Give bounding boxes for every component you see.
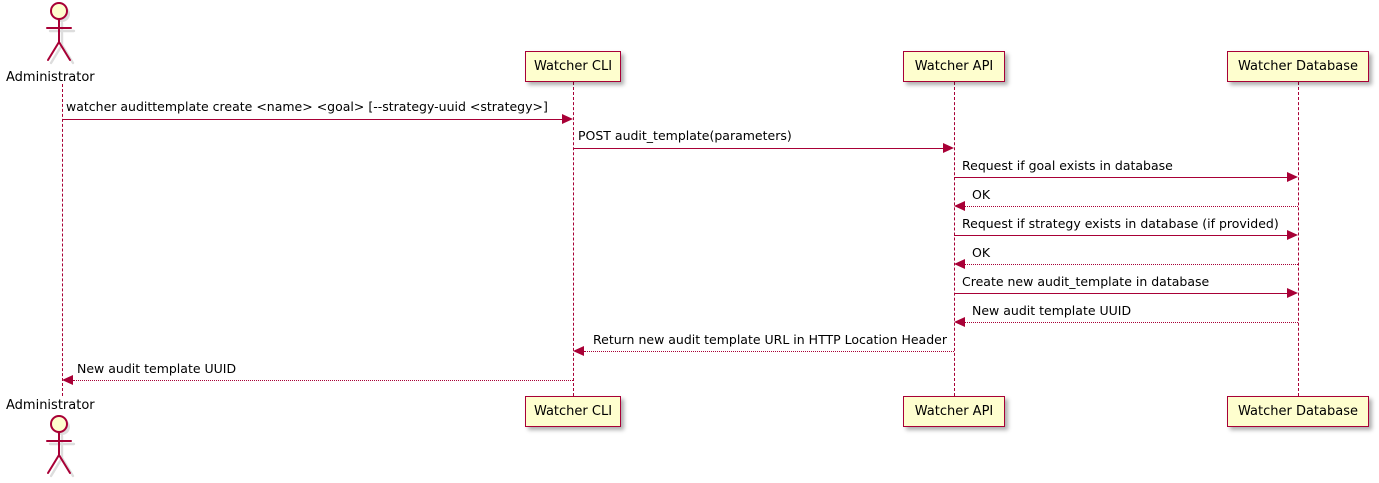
message-line-4 bbox=[965, 206, 1298, 207]
message-line-1 bbox=[62, 119, 562, 120]
message-arrowhead-5 bbox=[1287, 230, 1298, 240]
lifeline-watcher-api bbox=[954, 82, 955, 396]
message-label-9: Return new audit template URL in HTTP Lo… bbox=[593, 332, 947, 347]
message-arrowhead-8 bbox=[954, 317, 965, 327]
message-line-5 bbox=[954, 235, 1287, 236]
message-arrowhead-2 bbox=[943, 143, 954, 153]
lifeline-administrator bbox=[62, 84, 63, 396]
participant-watcher-api-bottom[interactable]: Watcher API bbox=[903, 396, 1005, 427]
message-arrowhead-6 bbox=[954, 259, 965, 269]
message-arrowhead-4 bbox=[954, 201, 965, 211]
message-label-2: POST audit_template(parameters) bbox=[578, 128, 792, 143]
actor-administrator-bottom bbox=[38, 415, 86, 479]
message-line-9 bbox=[584, 351, 954, 352]
message-line-6 bbox=[965, 264, 1298, 265]
participant-watcher-cli-top[interactable]: Watcher CLI bbox=[525, 51, 621, 82]
message-label-5: Request if strategy exists in database (… bbox=[962, 216, 1279, 231]
message-arrowhead-3 bbox=[1287, 172, 1298, 182]
message-line-2 bbox=[573, 148, 943, 149]
message-label-7: Create new audit_template in database bbox=[962, 274, 1210, 289]
actor-icon bbox=[46, 415, 76, 478]
message-label-3: Request if goal exists in database bbox=[962, 158, 1173, 173]
message-arrowhead-1 bbox=[562, 114, 573, 124]
message-label-1: watcher audittemplate create <name> <goa… bbox=[66, 99, 548, 114]
participant-watcher-database-bottom[interactable]: Watcher Database bbox=[1227, 396, 1369, 427]
participant-watcher-cli-bottom[interactable]: Watcher CLI bbox=[525, 396, 621, 427]
message-label-6: OK bbox=[972, 245, 991, 260]
message-line-7 bbox=[954, 293, 1287, 294]
actor-administrator-top bbox=[38, 2, 86, 66]
message-line-3 bbox=[954, 177, 1287, 178]
actor-label-administrator-top: Administrator bbox=[6, 70, 95, 85]
message-line-10 bbox=[73, 380, 573, 381]
lifeline-watcher-cli bbox=[573, 82, 574, 396]
actor-icon bbox=[46, 2, 76, 65]
message-label-4: OK bbox=[972, 187, 991, 202]
participant-watcher-database-top[interactable]: Watcher Database bbox=[1227, 51, 1369, 82]
message-label-8: New audit template UUID bbox=[972, 303, 1132, 318]
lifeline-watcher-database bbox=[1298, 82, 1299, 396]
participant-watcher-api-top[interactable]: Watcher API bbox=[903, 51, 1005, 82]
message-label-10: New audit template UUID bbox=[77, 361, 237, 376]
message-arrowhead-7 bbox=[1287, 288, 1298, 298]
message-arrowhead-9 bbox=[573, 346, 584, 356]
message-line-8 bbox=[965, 322, 1298, 323]
message-arrowhead-10 bbox=[62, 375, 73, 385]
actor-label-administrator-bottom: Administrator bbox=[6, 398, 95, 413]
